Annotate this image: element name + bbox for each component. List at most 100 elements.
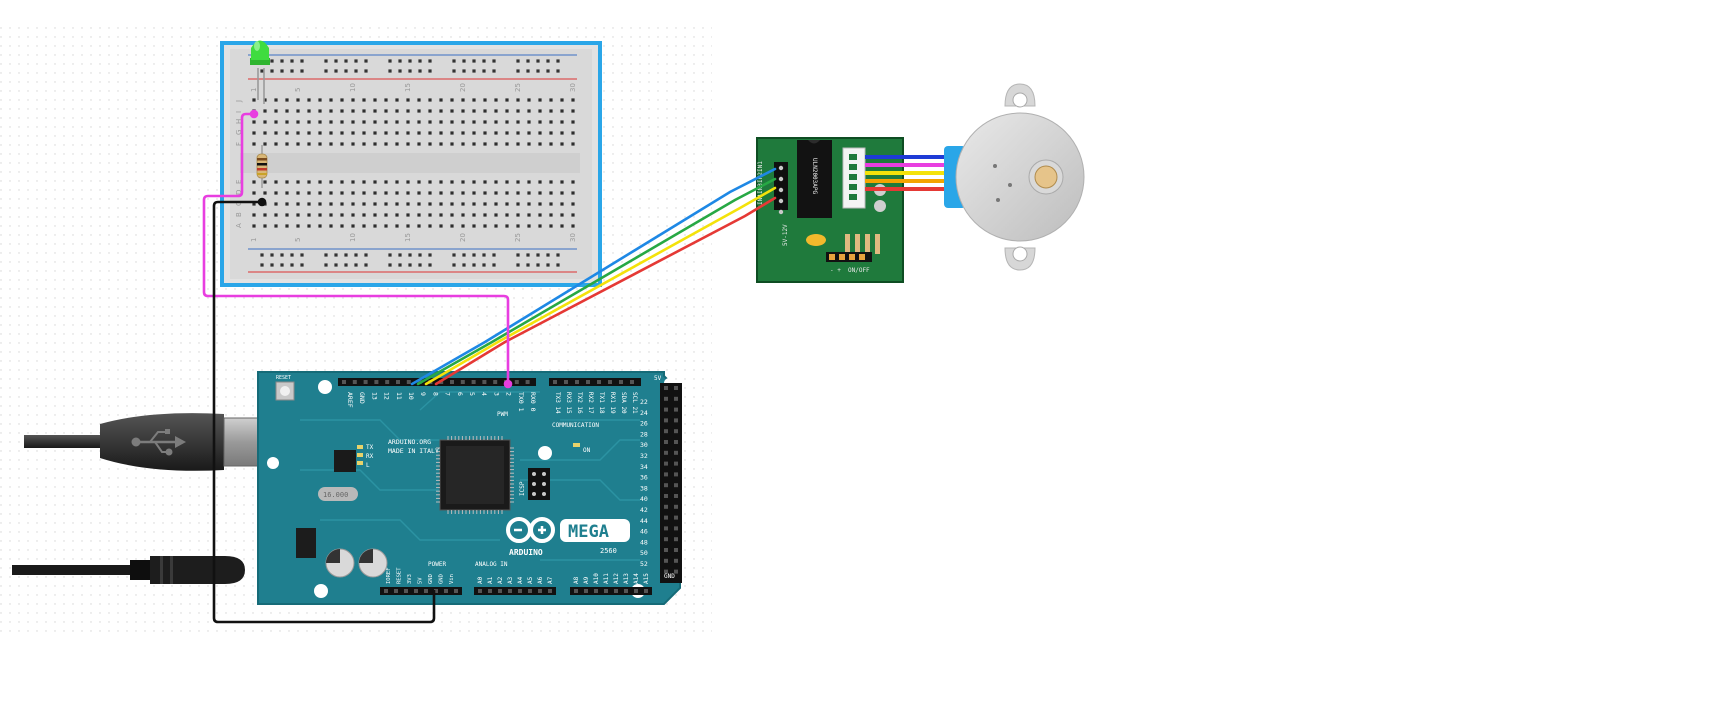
voltage-regulator [296,528,316,558]
communication-pin-label: TX1 18 [598,392,605,414]
driver-input-label: IN4 [757,194,764,205]
driver-onoff-label: ON/OFF [848,267,870,274]
power-cable [12,556,245,584]
right-pin-label: 23 [686,393,694,401]
driver-power-label: - + [830,267,841,274]
arduino-mega-board[interactable]: RESET 16.000 ICSP TX RX L ON ARDUINO.ORG [257,371,694,605]
communication-pin-label: RX1 19 [609,392,616,414]
driver-input-label: IN3 [757,183,764,194]
uln2003-chip [797,140,832,218]
communication-pin-label: RX3 15 [565,392,572,414]
analog-pin-label: A2 [497,576,504,584]
row-letter: F [235,142,243,146]
digital-pin-label: 13 [370,392,378,400]
right-pin-label: 42 [640,506,648,514]
icsp-label: ICSP [519,481,526,496]
breadboard-bottom-rails [248,248,577,273]
digital-pin-label: TX0 1 [517,392,525,412]
right-pin-label: 29 [686,425,694,433]
communication-pin-label: SDA 20 [620,392,627,414]
analog-pin-label: A4 [517,576,524,584]
arduino-logo-word: ARDUINO [509,548,543,557]
driver-capacitor [806,234,826,246]
right-pin-label: 48 [640,538,648,546]
wire-green [416,177,777,386]
digital-pin-label: 3 [492,392,500,396]
analog-pin-label: A3 [507,576,514,584]
wire-red [434,196,777,386]
row-letter: E [235,180,243,184]
main-microcontroller [436,436,514,514]
tx-label: TX [366,444,374,451]
digital-pin-label: 2 [505,392,513,396]
row-letter: B [235,212,243,217]
digital-pin-label: 10 [407,392,415,400]
analog-pin-label: A13 [623,573,630,584]
right-pin-label: 43 [686,501,694,509]
digital-pin-label: 4 [480,392,488,396]
status-leds [357,443,580,465]
analog-pin-label: A15 [643,573,650,584]
column-number: 5 [294,238,302,242]
right-pin-label: 25 [686,404,694,412]
analog-header-2 [570,587,652,595]
analog-label: ANALOG IN [475,561,508,568]
digital-pin-label: RX0 0 [529,392,537,412]
communication-pin-label: RX2 17 [587,392,594,414]
right-double-header [660,383,682,583]
right-pin-label: 35 [686,458,694,466]
power-pin-label: IOREF [386,567,392,584]
column-number: 5 [294,88,302,92]
driver-input-header [774,162,788,210]
digital-pin-label: 6 [456,392,464,396]
motor-wires [865,155,955,191]
column-number: 1 [250,238,258,242]
analog-pin-label: A5 [527,576,534,584]
right-top-label: 5V [654,375,662,382]
column-number: 25 [514,83,522,92]
right-pin-label: 50 [640,549,648,557]
pwm-label: PWM [497,411,508,418]
power-pin-label: GND [439,574,445,584]
arduino-logo [506,517,555,543]
right-pin-label: 22 [640,398,648,406]
right-pin-label: 46 [640,528,648,536]
right-pin-label: 37 [686,469,694,477]
right-pin-label: 51 [686,544,694,552]
stepper-motor[interactable] [944,83,1085,271]
digital-pin-label: GND [358,392,366,404]
analog-pin-label: A7 [547,576,554,584]
column-number: 25 [514,233,522,242]
icsp-header [528,468,550,500]
rx-label: RX [366,453,374,460]
right-pin-label: 27 [686,415,694,423]
wire-yellow [424,186,777,386]
communication-pin-label: TX2 16 [576,392,583,414]
wire-blue [410,167,777,386]
board-traces [300,391,640,561]
right-pin-label: 44 [640,517,648,525]
l-label: L [366,462,370,469]
row-letter: G [235,130,243,135]
row-letter: A [235,223,243,228]
resistor[interactable] [256,145,268,188]
digital-pin-label: 5 [468,392,476,396]
row-letter: H [235,119,243,124]
reset-button[interactable] [275,381,295,401]
green-led[interactable] [250,40,270,105]
chip-label: ULN2003APG [811,158,818,195]
model-word: MEGA [568,522,609,542]
column-number: 10 [349,233,357,242]
column-number: 20 [459,83,467,92]
right-pin-label: 31 [686,436,694,444]
analog-pin-label: A10 [593,573,600,584]
right-pin-label: 49 [686,533,694,541]
digital-pin-label: 7 [444,392,452,396]
analog-header [474,587,556,595]
pink-wire [202,109,513,389]
signal-wires [410,167,777,386]
